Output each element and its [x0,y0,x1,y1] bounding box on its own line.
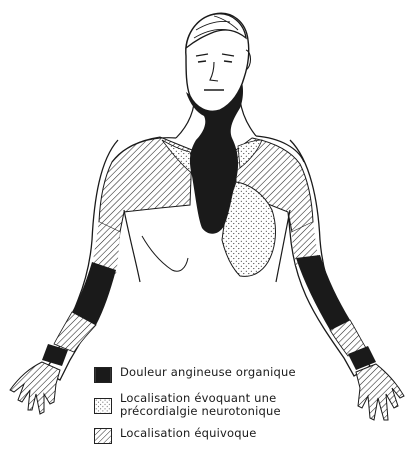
solid-swatch-icon [94,367,112,383]
hatched-swatch-icon [94,428,112,444]
dotted-swatch-icon [94,398,112,414]
left-hand [10,362,60,414]
legend-item-organic-angina: Douleur angineuse organique [94,366,409,383]
legend-label-line: Localisation équivoque [120,427,257,440]
legend-item-equivocal: Localisation équivoque [94,427,409,444]
legend: Douleur angineuse organique Localisation… [94,366,409,453]
legend-label: Douleur angineuse organique [120,366,296,379]
left-chest-line [142,236,188,271]
legend-label-line: précordialgie neurotonique [120,405,281,418]
legend-label-line: Douleur angineuse organique [120,366,296,379]
legend-label: Localisation évoquant une précordialgie … [120,392,281,418]
legend-item-neurotonic: Localisation évoquant une précordialgie … [94,392,409,418]
legend-label: Localisation équivoque [120,427,257,440]
